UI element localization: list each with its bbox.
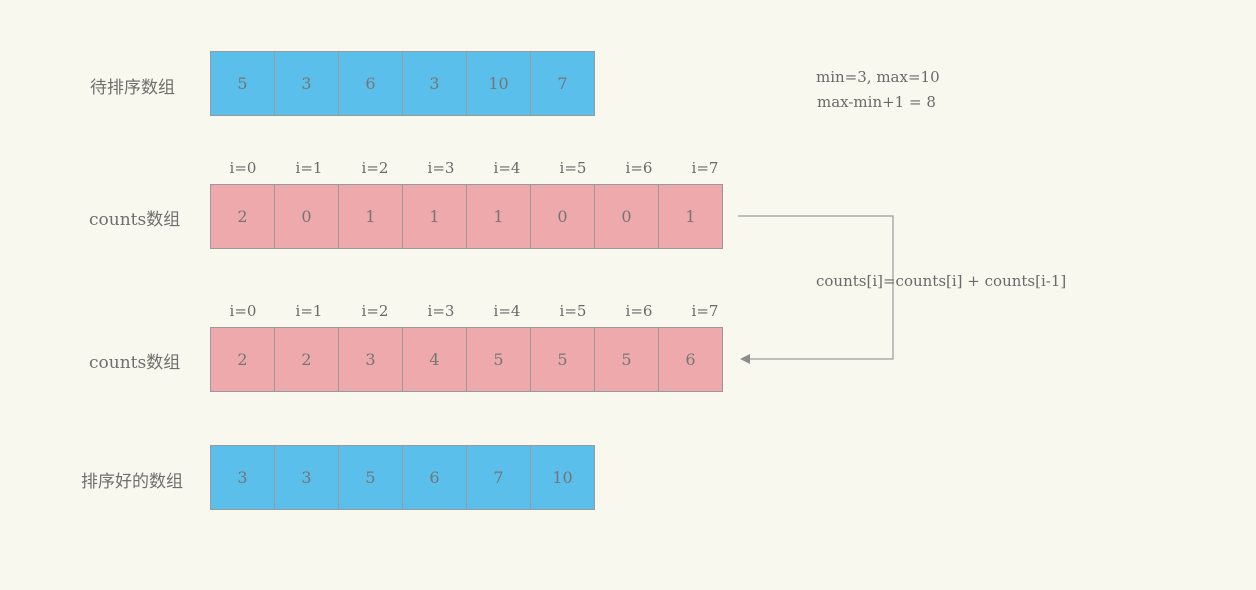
index-label: i=6 [625, 159, 653, 177]
counts-cell: 0 [530, 184, 595, 249]
sorted-array: 3 3 5 6 7 10 [210, 445, 595, 511]
sorted-cell: 7 [466, 445, 531, 510]
cumulative-cell: 5 [594, 327, 659, 392]
cumulative-array-label: counts数组 [89, 353, 181, 373]
cumulative-index-row: i=0 i=1 i=2 i=3 i=4 i=5 i=6 i=7 [210, 302, 738, 320]
input-cell: 7 [530, 51, 595, 116]
index-label: i=1 [295, 159, 323, 177]
counts-array-label: counts数组 [89, 210, 181, 230]
index-label: i=4 [493, 302, 521, 320]
cumulative-cell: 3 [338, 327, 403, 392]
counts-index-row: i=0 i=1 i=2 i=3 i=4 i=5 i=6 i=7 [210, 159, 738, 177]
index-label: i=6 [625, 302, 653, 320]
sorted-cell: 10 [530, 445, 595, 510]
index-label: i=5 [559, 159, 587, 177]
counts-array: 2 0 1 1 1 0 0 1 [210, 184, 723, 250]
index-label: i=7 [691, 159, 719, 177]
sorted-cell: 6 [402, 445, 467, 510]
counts-cell: 1 [658, 184, 723, 249]
sorted-cell: 3 [274, 445, 339, 510]
sorted-cell: 5 [338, 445, 403, 510]
counts-cell: 1 [338, 184, 403, 249]
arrowhead-icon [740, 354, 750, 364]
sorted-array-label: 排序好的数组 [81, 472, 183, 492]
formula-note: counts[i]=counts[i] + counts[i-1] [816, 272, 1067, 290]
cumulative-cell: 6 [658, 327, 723, 392]
index-label: i=1 [295, 302, 323, 320]
input-cell: 6 [338, 51, 403, 116]
index-label: i=2 [361, 159, 389, 177]
index-label: i=3 [427, 302, 455, 320]
index-label: i=0 [229, 159, 257, 177]
counts-cell: 1 [466, 184, 531, 249]
counts-cell: 2 [210, 184, 275, 249]
input-cell: 3 [402, 51, 467, 116]
range-note: max-min+1 = 8 [817, 93, 936, 111]
sorted-cell: 3 [210, 445, 275, 510]
connector-line [738, 215, 894, 360]
index-label: i=2 [361, 302, 389, 320]
input-array: 5 3 6 3 10 7 [210, 51, 595, 117]
index-label: i=0 [229, 302, 257, 320]
min-max-note: min=3, max=10 [816, 68, 940, 86]
cumulative-cell: 2 [274, 327, 339, 392]
cumulative-cell: 2 [210, 327, 275, 392]
index-label: i=5 [559, 302, 587, 320]
input-cell: 10 [466, 51, 531, 116]
counts-cell: 1 [402, 184, 467, 249]
cumulative-counts-array: 2 2 3 4 5 5 5 6 [210, 327, 723, 393]
cumulative-cell: 5 [466, 327, 531, 392]
cumulative-cell: 4 [402, 327, 467, 392]
counts-cell: 0 [594, 184, 659, 249]
index-label: i=4 [493, 159, 521, 177]
input-array-label: 待排序数组 [90, 78, 175, 98]
cumulative-cell: 5 [530, 327, 595, 392]
counts-cell: 0 [274, 184, 339, 249]
index-label: i=3 [427, 159, 455, 177]
index-label: i=7 [691, 302, 719, 320]
